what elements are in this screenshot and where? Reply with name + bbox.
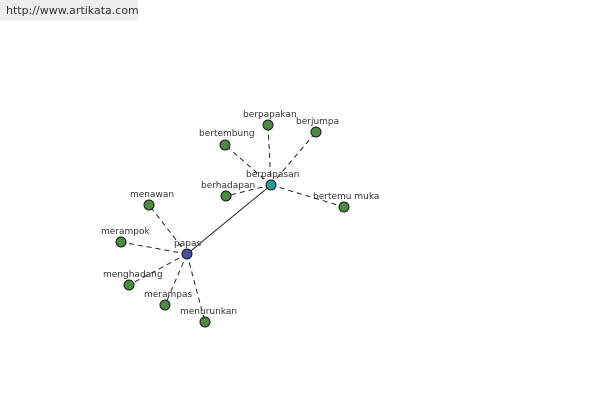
edge-papas-merampok — [120, 241, 188, 255]
edge-papas-merampas — [164, 253, 188, 306]
node-label-bertembung[interactable]: bertembung — [199, 129, 255, 139]
node-label-berpapakan[interactable]: berpapakan — [243, 110, 297, 120]
edge-berpapasan-bertemu-muka — [270, 184, 345, 208]
edge-papas-menurunkan — [186, 253, 206, 323]
edge-papas-berpapasan — [186, 184, 272, 255]
nodes-layer — [115, 119, 350, 328]
node-menghadang[interactable] — [123, 279, 135, 291]
node-label-berhadapan[interactable]: berhadapan — [201, 181, 255, 191]
url-banner: http://www.artikata.com — [0, 0, 139, 21]
node-merampas[interactable] — [159, 299, 171, 311]
node-bertembung[interactable] — [219, 139, 231, 151]
node-berpapakan[interactable] — [262, 119, 274, 131]
edge-berpapasan-berhadapan — [225, 184, 272, 197]
edge-berpapasan-bertembung — [224, 144, 272, 186]
edges-layer — [120, 124, 345, 323]
node-label-menurunkan[interactable]: menurunkan — [180, 307, 237, 317]
node-menawan[interactable] — [143, 199, 155, 211]
node-label-bertemu-muka[interactable]: bertemu muka — [313, 192, 379, 202]
node-label-berpapasan[interactable]: berpapasan — [246, 170, 299, 180]
node-berjumpa[interactable] — [310, 126, 322, 138]
edge-berpapasan-berpapakan — [267, 124, 272, 186]
source-url[interactable]: http://www.artikata.com — [6, 4, 139, 17]
node-label-berjumpa[interactable]: berjumpa — [296, 117, 339, 127]
node-menurunkan[interactable] — [199, 316, 211, 328]
node-label-merampas[interactable]: merampas — [144, 290, 193, 300]
node-merampok[interactable] — [115, 236, 127, 248]
edge-papas-menawan — [148, 204, 188, 255]
edge-berpapasan-berjumpa — [270, 131, 317, 186]
node-label-menawan[interactable]: menawan — [130, 190, 174, 200]
edge-papas-menghadang — [128, 253, 188, 286]
node-berhadapan[interactable] — [220, 190, 232, 202]
node-label-merampok[interactable]: merampok — [101, 227, 151, 237]
node-berpapasan[interactable] — [265, 179, 277, 191]
node-bertemu-muka[interactable] — [338, 201, 350, 213]
node-label-papas[interactable]: papas — [174, 239, 201, 249]
node-papas[interactable] — [181, 248, 193, 260]
node-label-menghadang[interactable]: menghadang — [103, 270, 163, 280]
